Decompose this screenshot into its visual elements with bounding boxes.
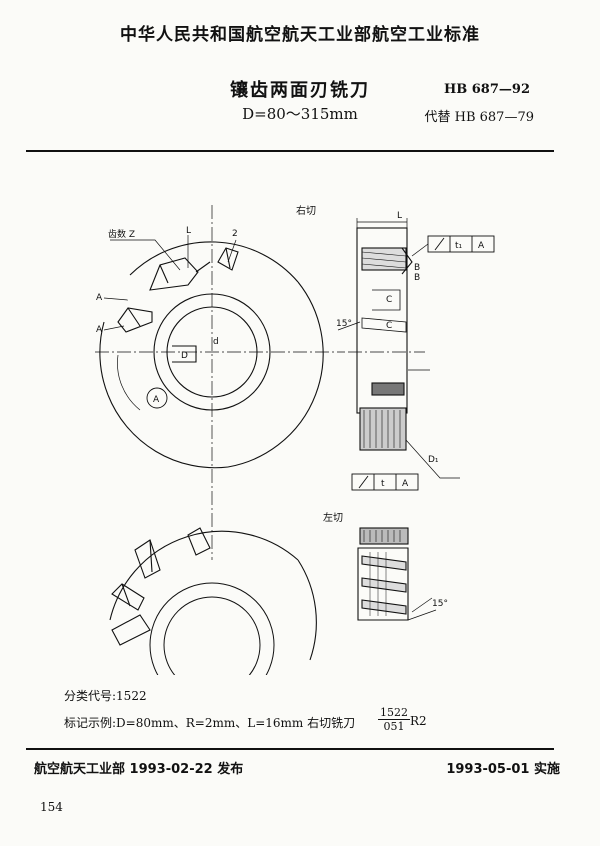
publisher-date: 航空航天工业部 1993-02-22 发布 — [34, 762, 244, 777]
label-datum-a-bottom: A — [402, 479, 409, 489]
header-rule — [26, 150, 554, 152]
fraction-numerator: 1522 — [378, 706, 410, 720]
standard-number: HB 687—92 — [443, 82, 530, 97]
fraction-denominator: 051 — [383, 720, 405, 733]
label-diameter-d: D — [181, 351, 188, 361]
label-datum-a-top: A — [478, 241, 485, 251]
document-title: 镶齿两面刃铣刀 — [230, 80, 370, 101]
label-diameter-d1: D₁ — [428, 455, 439, 465]
label-teeth-count: 齿数 Z — [108, 228, 135, 240]
label-angle-15-bottom: 15° — [432, 599, 448, 609]
replaces-standard: 代替 HB 687—79 — [424, 110, 534, 125]
label-width-l: L — [397, 211, 402, 221]
label-b-2: B — [414, 273, 420, 283]
fraction-suffix: R2 — [410, 714, 427, 728]
label-tolerance-t1: t₁ — [455, 241, 463, 251]
label-c-1: C — [386, 295, 392, 305]
label-tolerance-t: t — [381, 479, 385, 489]
label-section-a-1: A — [96, 293, 103, 303]
page-number: 154 — [40, 800, 63, 814]
front-view-left-cut — [109, 527, 317, 675]
label-c-2: C — [386, 321, 392, 331]
label-right-cut: 右切 — [296, 204, 316, 217]
label-l-top: L — [186, 226, 191, 236]
front-view-right-cut — [95, 205, 345, 560]
label-detail-a: A — [153, 395, 160, 405]
classification-code: 分类代号:1522 — [64, 689, 147, 703]
label-bore-d: d — [213, 337, 219, 347]
label-left-cut: 左切 — [323, 511, 343, 524]
standard-body-header: 中华人民共和国航空航天工业部航空工业标准 — [120, 25, 480, 45]
side-section-view — [337, 218, 495, 491]
implementation-date: 1993-05-01 实施 — [446, 762, 560, 777]
document-subtitle: D=80～315mm — [242, 105, 358, 123]
label-angle-15-top: 15° — [336, 319, 352, 329]
technical-drawing: 右切 齿数 Z L 2 A A d D A L B — [95, 204, 495, 675]
footer-rule — [26, 748, 554, 750]
side-section-view-left — [357, 527, 437, 621]
marking-example: 标记示例:D=80mm、R=2mm、L=16mm 右切铣刀 — [64, 716, 356, 730]
label-b-1: B — [414, 263, 420, 273]
label-two: 2 — [232, 229, 238, 239]
label-section-a-2: A — [96, 325, 103, 335]
marking-fraction: 1522 051 — [378, 706, 410, 733]
